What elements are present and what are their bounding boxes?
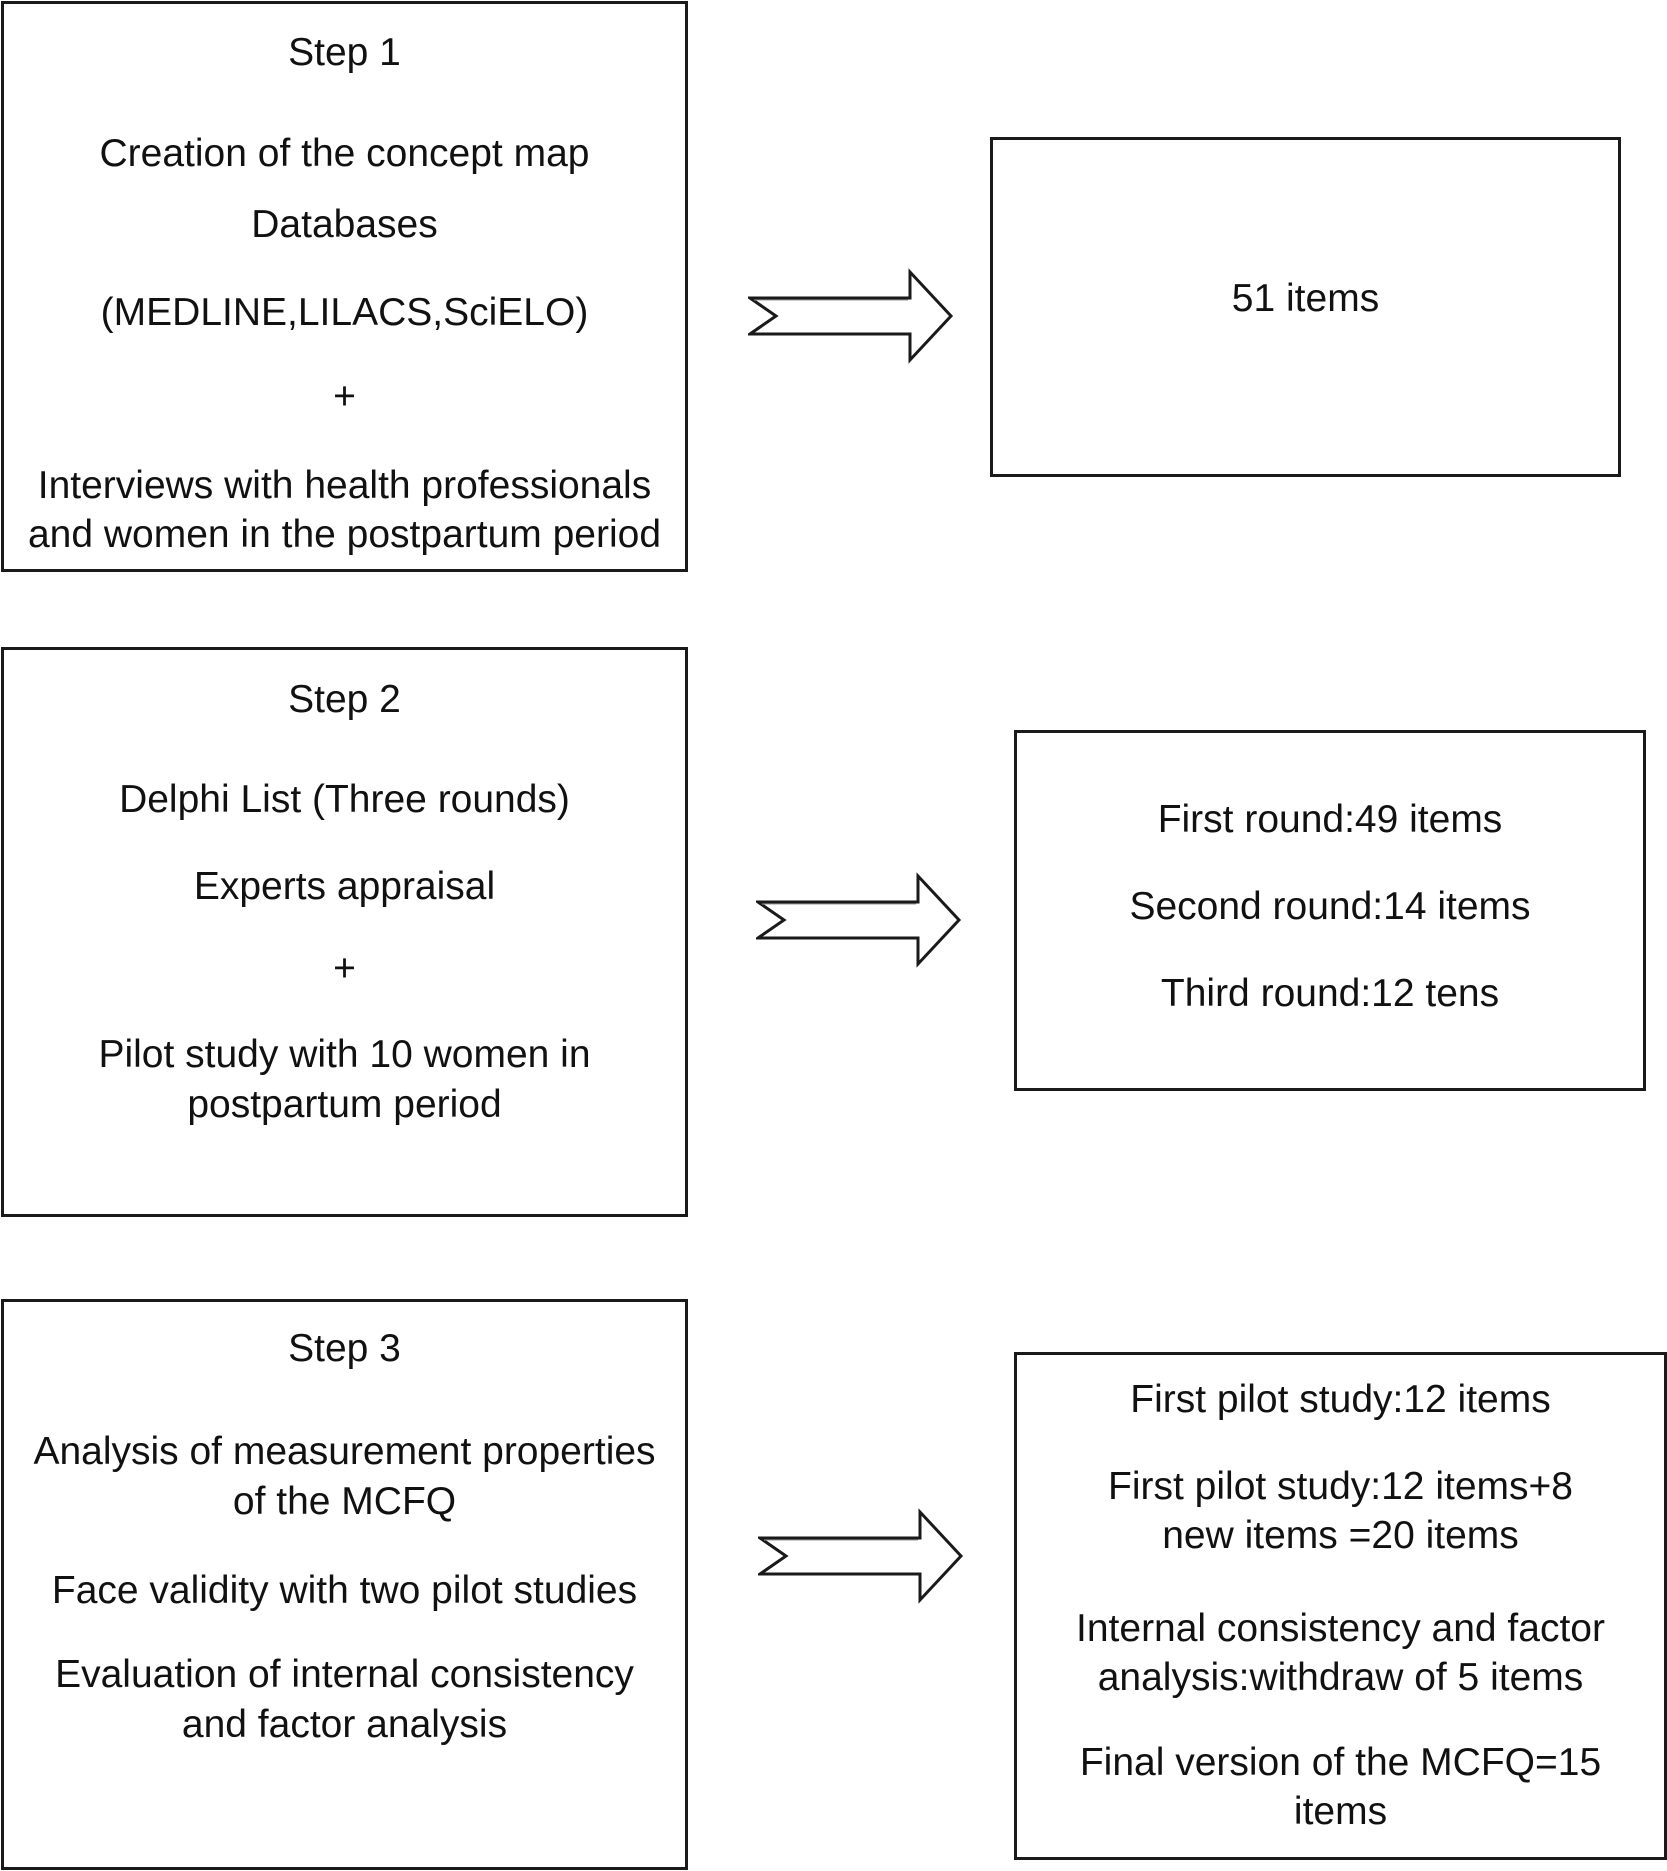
step-3-line-1: Analysis of measurement properties bbox=[33, 1430, 656, 1473]
step-2-arrow-icon bbox=[756, 872, 962, 968]
step-2-result-box: First round:49 items Second round:14 ite… bbox=[1014, 730, 1646, 1091]
step-1-arrow-icon bbox=[748, 268, 954, 364]
step-2-line-2: Experts appraisal bbox=[193, 865, 496, 908]
step-3-result-line-7: items bbox=[1293, 1790, 1388, 1833]
step-3-result-line-3: new items =20 items bbox=[1162, 1514, 1519, 1557]
step-1-title: Step 1 bbox=[288, 31, 401, 74]
step-1-line-5: Interviews with health professionals bbox=[37, 464, 652, 507]
step-3-arrow-icon bbox=[758, 1508, 964, 1604]
step-3-line-3: Face validity with two pilot studies bbox=[51, 1569, 638, 1612]
step-3-line-4: Evaluation of internal consistency bbox=[55, 1653, 634, 1696]
step-3-line-2: of the MCFQ bbox=[232, 1480, 457, 1523]
step-2-result-line-2: Second round:14 items bbox=[1129, 885, 1531, 928]
step-1-line-2: Databases bbox=[251, 203, 438, 246]
step-2-line-3: + bbox=[333, 947, 356, 990]
step-3-result-box: First pilot study:12 items First pilot s… bbox=[1014, 1352, 1667, 1860]
step-1-box: Step 1 Creation of the concept map Datab… bbox=[1, 1, 688, 572]
step-3-result-line-6: Final version of the MCFQ=15 bbox=[1079, 1741, 1602, 1784]
step-3-line-5: and factor analysis bbox=[181, 1703, 508, 1746]
step-3-result-line-1: First pilot study:12 items bbox=[1130, 1378, 1551, 1421]
step-1-line-3: (MEDLINE,LILACS,SciELO) bbox=[100, 291, 589, 334]
step-2-line-1: Delphi List (Three rounds) bbox=[119, 778, 570, 821]
step-1-line-4: + bbox=[333, 375, 356, 418]
step-1-line-1: Creation of the concept map bbox=[99, 132, 590, 175]
step-2-line-5: postpartum period bbox=[187, 1083, 502, 1126]
step-1-result-box: 51 items bbox=[990, 137, 1621, 477]
step-3-box: Step 3 Analysis of measurement propertie… bbox=[1, 1299, 688, 1870]
step-2-line-4: Pilot study with 10 women in bbox=[98, 1033, 591, 1076]
step-2-box: Step 2 Delphi List (Three rounds) Expert… bbox=[1, 647, 688, 1217]
step-3-title: Step 3 bbox=[288, 1327, 401, 1370]
step-1-result-line-1: 51 items bbox=[1231, 277, 1380, 320]
step-3-result-line-2: First pilot study:12 items+8 bbox=[1108, 1465, 1573, 1508]
step-2-title: Step 2 bbox=[288, 678, 401, 721]
step-2-result-line-3: Third round:12 tens bbox=[1160, 972, 1500, 1015]
step-1-line-6: and women in the postpartum period bbox=[27, 513, 662, 556]
step-2-result-line-1: First round:49 items bbox=[1157, 798, 1503, 841]
step-3-result-line-5: analysis:withdraw of 5 items bbox=[1097, 1656, 1584, 1699]
step-3-result-line-4: Internal consistency and factor bbox=[1076, 1607, 1605, 1650]
